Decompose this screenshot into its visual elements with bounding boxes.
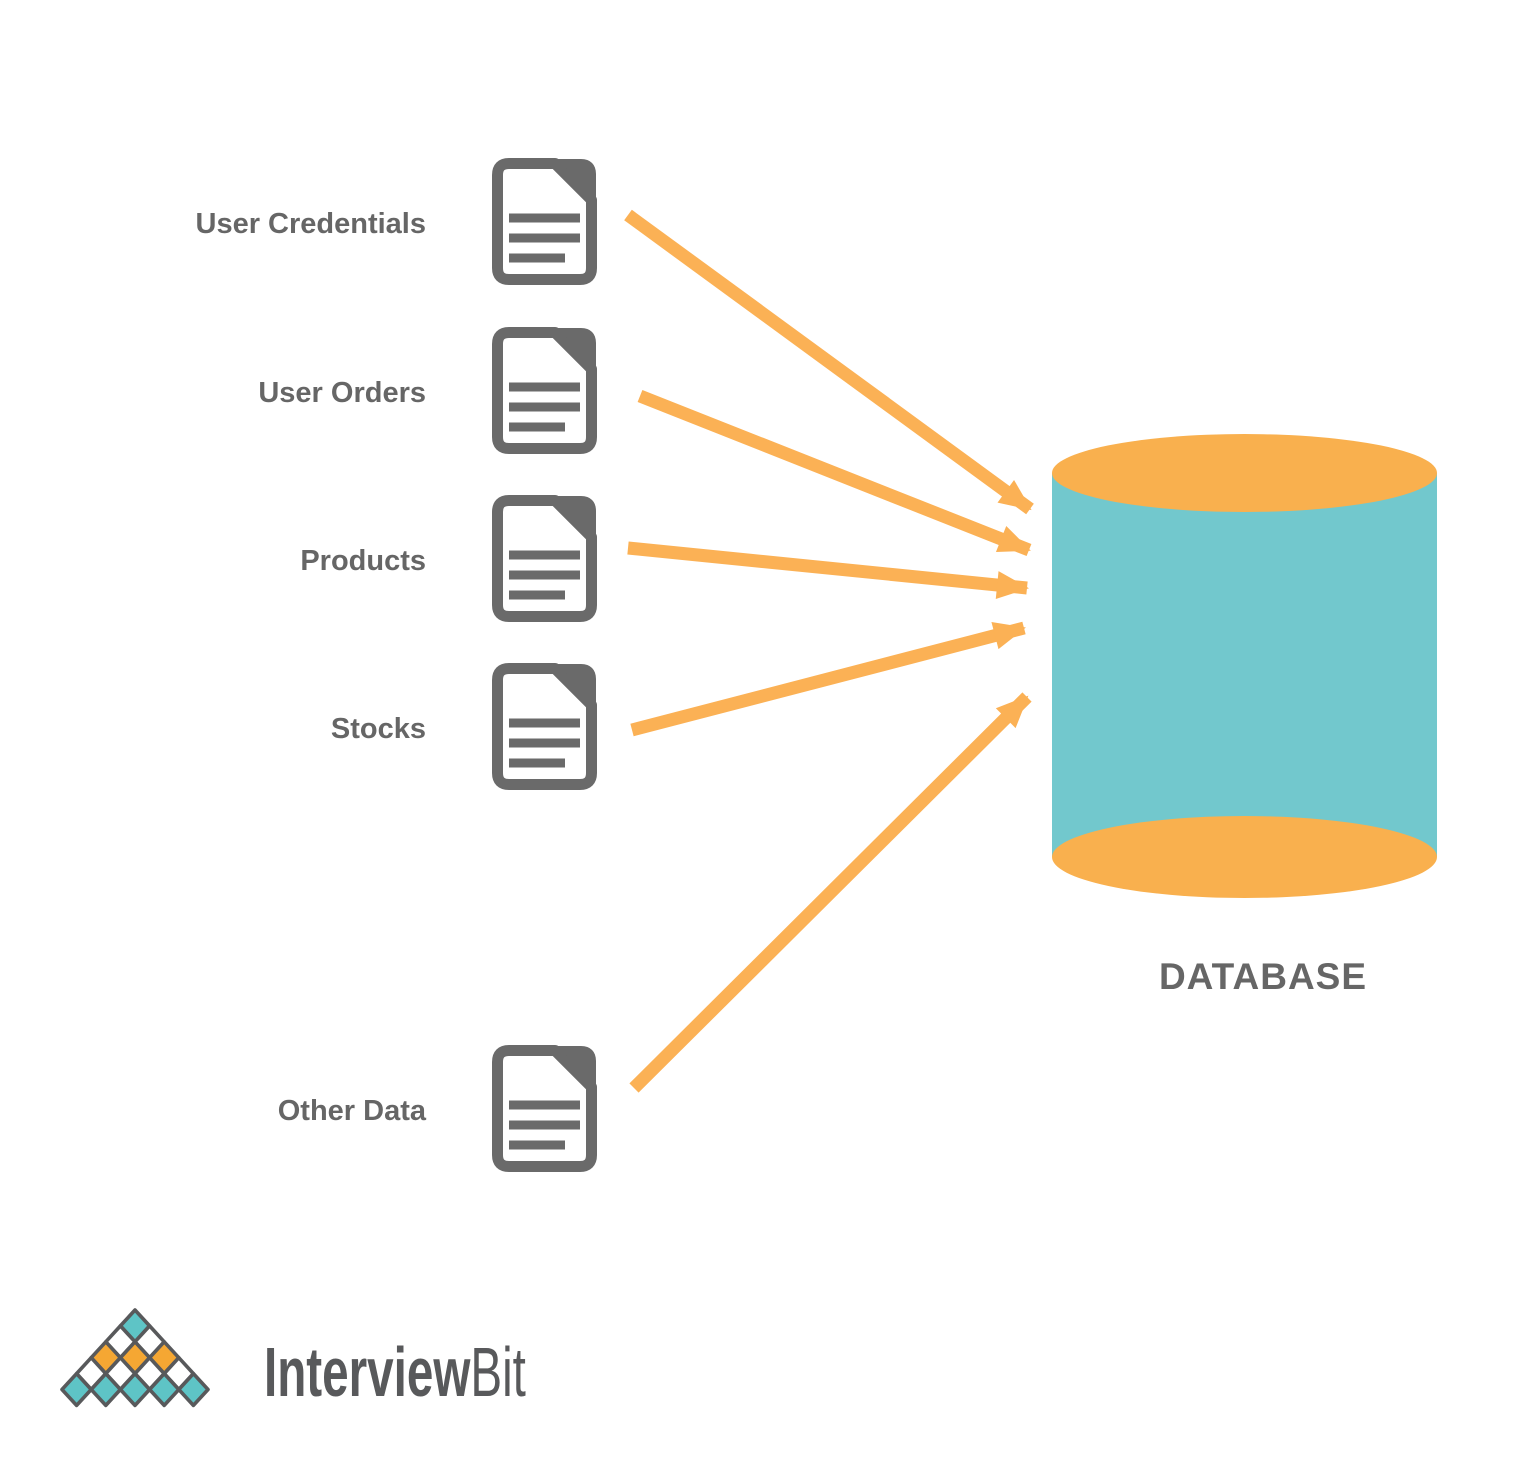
arrow-stocks-to-database (630, 621, 1026, 737)
logo-text-secondary: Bit (470, 1333, 526, 1411)
cylinder-body (1052, 473, 1437, 857)
source-row-products: Products (0, 495, 597, 622)
source-label-other-data: Other Data (277, 1095, 426, 1127)
document-icon (492, 158, 597, 285)
database-cylinder-icon (1052, 434, 1437, 898)
pyramid-diamond-teal (147, 1371, 181, 1408)
source-row-stocks: Stocks (0, 663, 597, 790)
document-icon (492, 663, 597, 790)
source-row-user-credentials: User Credentials (0, 158, 597, 285)
source-label-user-orders: User Orders (258, 377, 426, 409)
source-row-user-orders: User Orders (0, 327, 597, 454)
arrow-other-data-to-database (629, 692, 1032, 1093)
interviewbit-logo: InterviewBit (59, 1307, 526, 1409)
document-icon (492, 495, 597, 622)
document-icon (492, 327, 597, 454)
pyramid-diamond-teal (177, 1371, 210, 1408)
source-label-user-credentials: User Credentials (195, 208, 427, 240)
cylinder-top-cap (1052, 434, 1437, 512)
arrow-products-to-database (627, 541, 1029, 599)
cylinder-bottom-cap (1052, 816, 1437, 898)
source-label-products: Products (300, 545, 426, 577)
document-icon (492, 1045, 597, 1172)
logo-text-primary: Interview (264, 1333, 471, 1411)
database-label: DATABASE (1158, 956, 1368, 997)
diamond-pyramid-icon (60, 1308, 210, 1408)
pyramid-diamond-teal (60, 1371, 94, 1408)
logo-text: InterviewBit (264, 1337, 526, 1407)
pyramid-diamond-teal (118, 1371, 152, 1408)
pyramid-diamond-teal (89, 1371, 123, 1408)
arrow-user-credentials-to-database (624, 209, 1034, 515)
source-row-other-data: Other Data (0, 1045, 597, 1172)
arrow-user-orders-to-database (637, 389, 1032, 557)
source-label-stocks: Stocks (330, 713, 426, 745)
